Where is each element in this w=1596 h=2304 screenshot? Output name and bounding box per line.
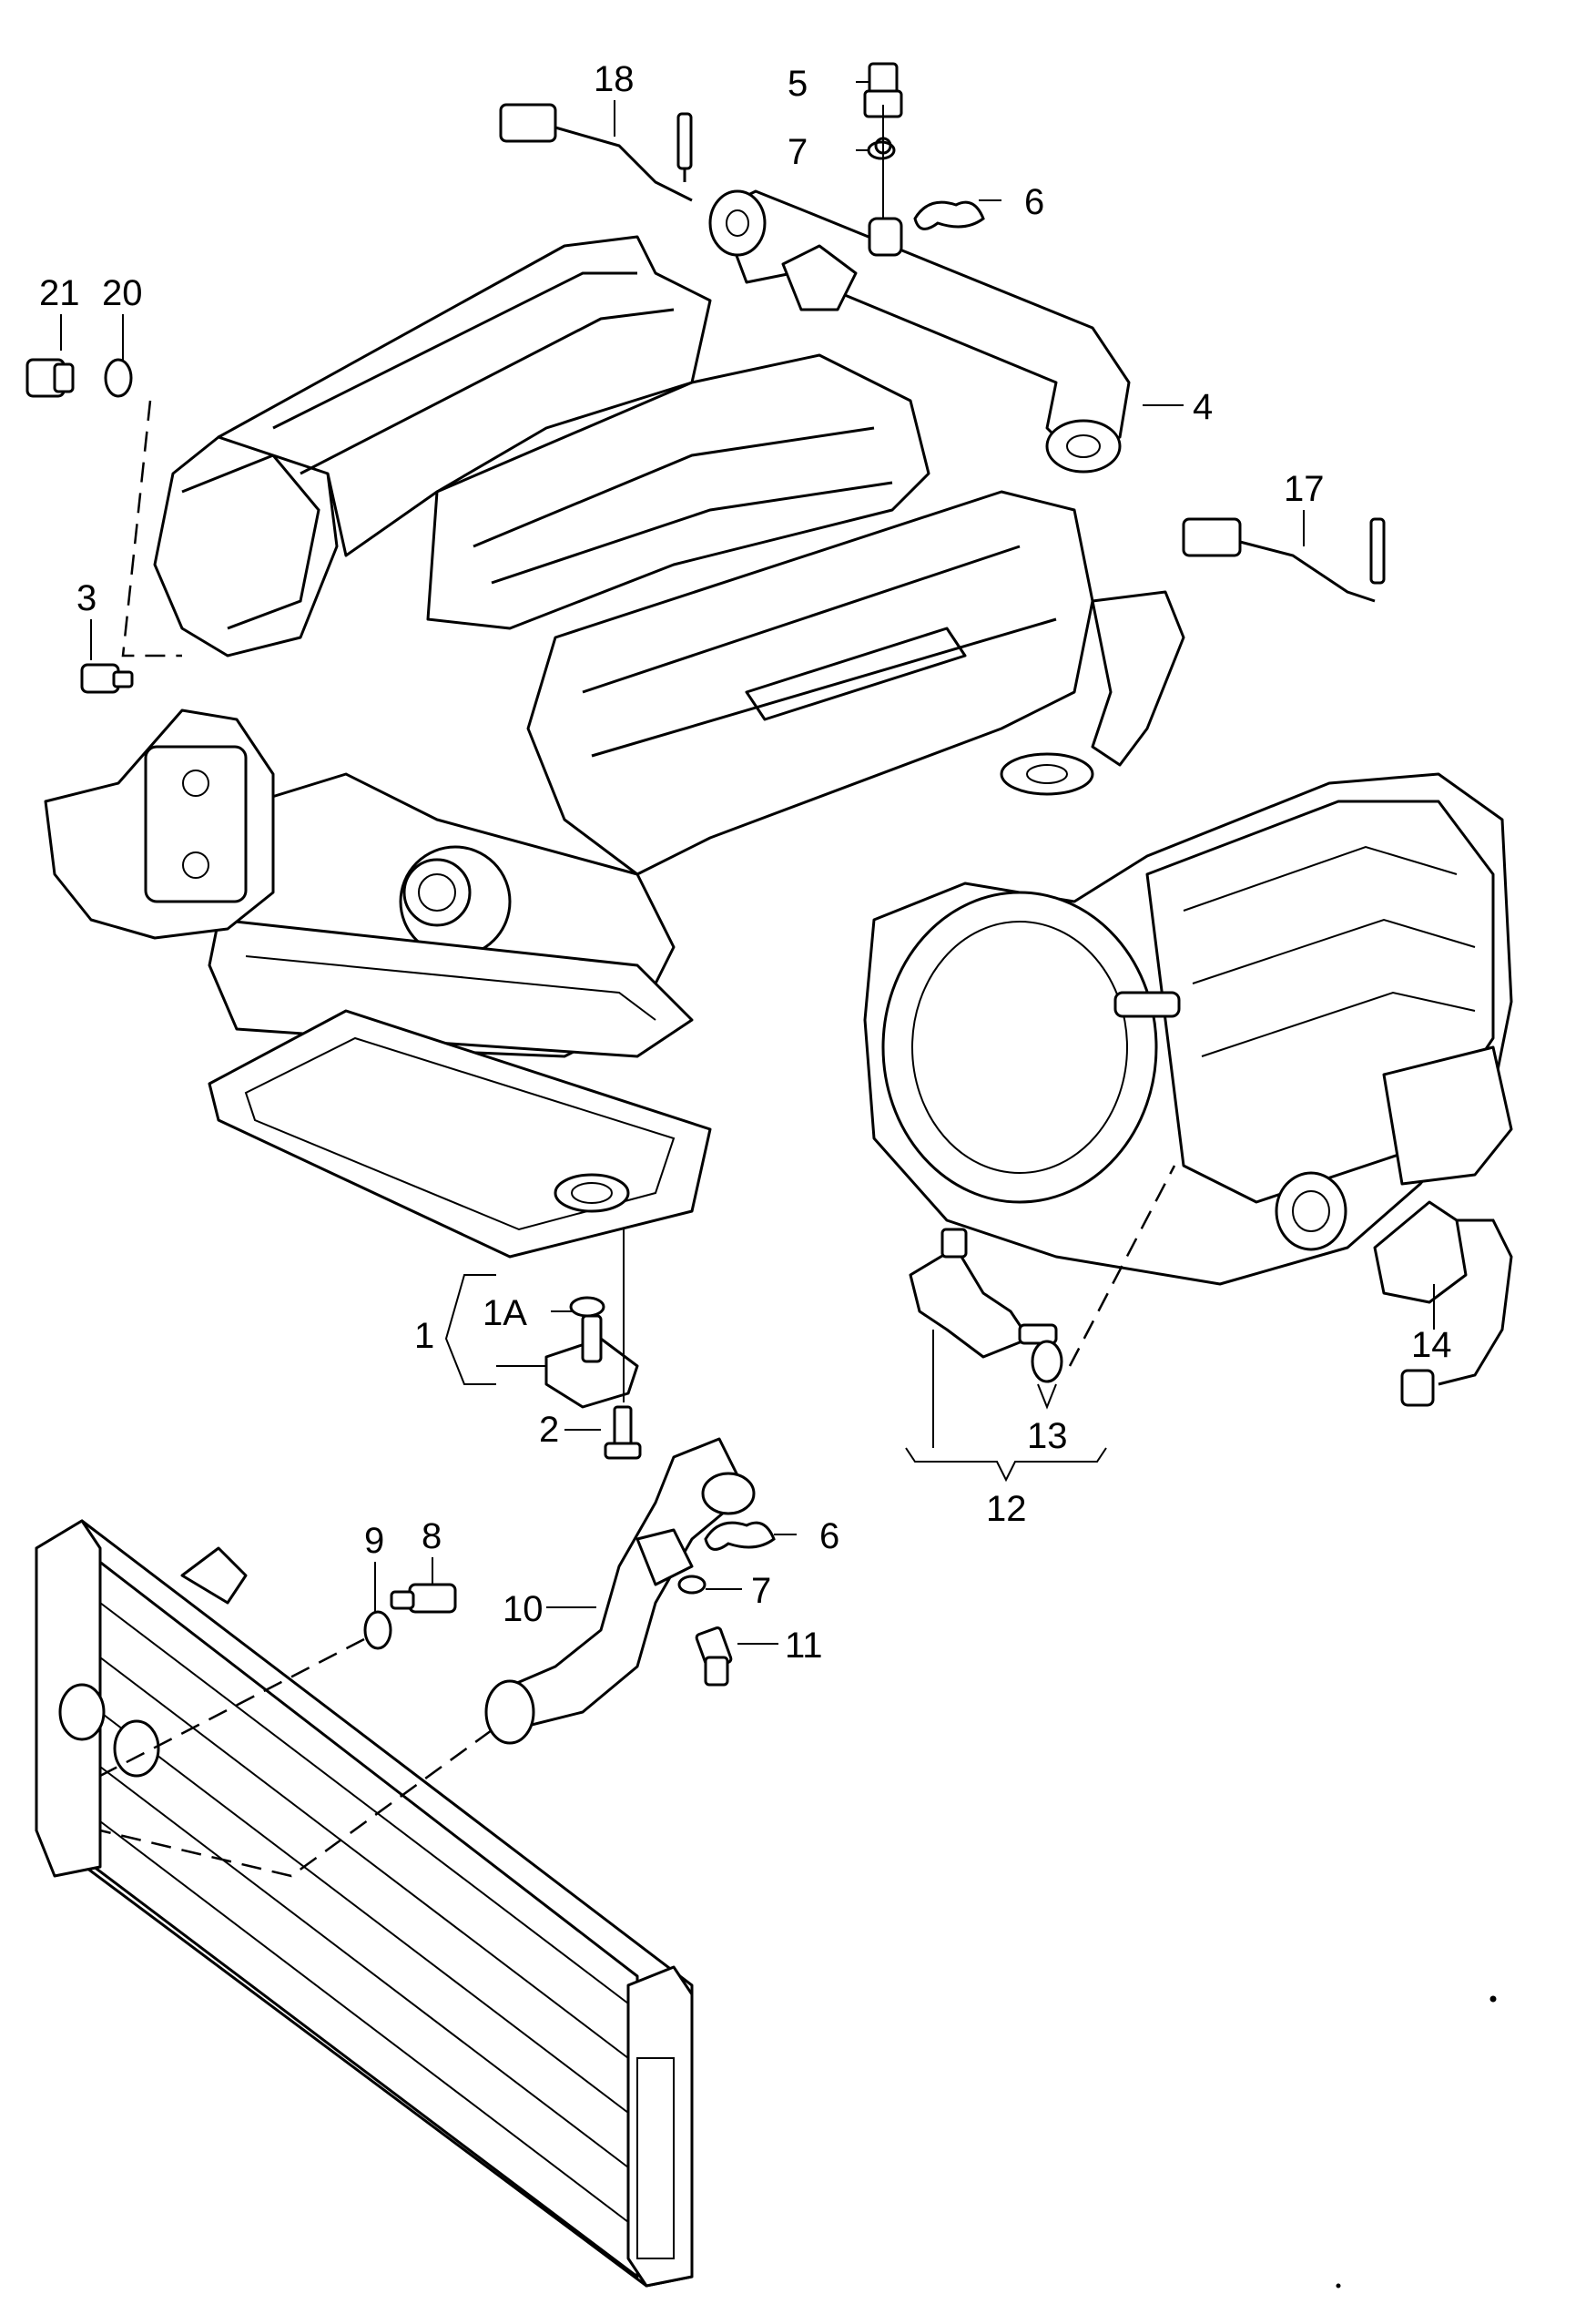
temperature-sensor-11 — [695, 1626, 733, 1687]
callout-1: 1 — [414, 1316, 434, 1356]
callout-4: 4 — [1193, 387, 1213, 427]
callout-10: 10 — [503, 1589, 544, 1629]
callout-2: 2 — [539, 1410, 559, 1450]
retaining-clip-6b — [704, 1521, 776, 1551]
speed-sensor-12 — [909, 1228, 1058, 1359]
o-ring-13 — [1031, 1340, 1063, 1383]
guide-line — [99, 1637, 365, 1778]
coolant-hose-10 — [484, 1437, 756, 1745]
callout-1a: 1A — [483, 1293, 527, 1333]
sensor-with-cable-18 — [499, 103, 693, 202]
callout-11: 11 — [785, 1626, 823, 1666]
callout-17: 17 — [1284, 469, 1325, 509]
speck — [1489, 1995, 1497, 2003]
callout-20: 20 — [102, 273, 143, 313]
callout-5: 5 — [788, 64, 808, 104]
radiator — [35, 1519, 694, 2288]
sensor-with-cable-17 — [1182, 517, 1386, 603]
callout-9: 9 — [364, 1521, 384, 1561]
seal-ring-20 — [104, 358, 133, 398]
callout-7-top: 7 — [788, 132, 808, 172]
sensor-3 — [80, 663, 134, 694]
retaining-clip-6 — [913, 200, 985, 230]
callout-7-bottom: 7 — [751, 1571, 771, 1611]
callout-6-bottom: 6 — [819, 1516, 839, 1556]
guide-line — [1068, 1165, 1176, 1367]
oil-level-sensor-1 — [544, 1314, 639, 1409]
transmission-assembly — [863, 772, 1513, 1286]
leader-lines — [60, 81, 1435, 1645]
callout-18: 18 — [594, 59, 635, 99]
engine-assembly — [44, 189, 1185, 1259]
callout-3: 3 — [76, 578, 97, 618]
callout-21: 21 — [39, 273, 80, 313]
o-ring-1a — [569, 1296, 605, 1318]
callout-labels: 1 1A 2 3 4 5 6 6 7 7 8 9 10 11 12 13 14 … — [39, 59, 1452, 1666]
speck — [1336, 2283, 1341, 2289]
callout-6-top: 6 — [1024, 182, 1044, 222]
callout-13: 13 — [1027, 1416, 1068, 1456]
guide-line — [121, 400, 182, 658]
seal-ring-7b — [677, 1575, 707, 1595]
callout-12: 12 — [986, 1489, 1027, 1529]
bolt-2 — [604, 1405, 642, 1460]
seal-ring-9 — [363, 1610, 392, 1650]
guide-line — [99, 1728, 493, 1878]
plug-21 — [25, 358, 75, 398]
callout-14: 14 — [1411, 1325, 1452, 1365]
switch-8 — [390, 1583, 457, 1614]
callout-8: 8 — [422, 1516, 442, 1556]
sensor-with-cable-14 — [1373, 1200, 1513, 1407]
